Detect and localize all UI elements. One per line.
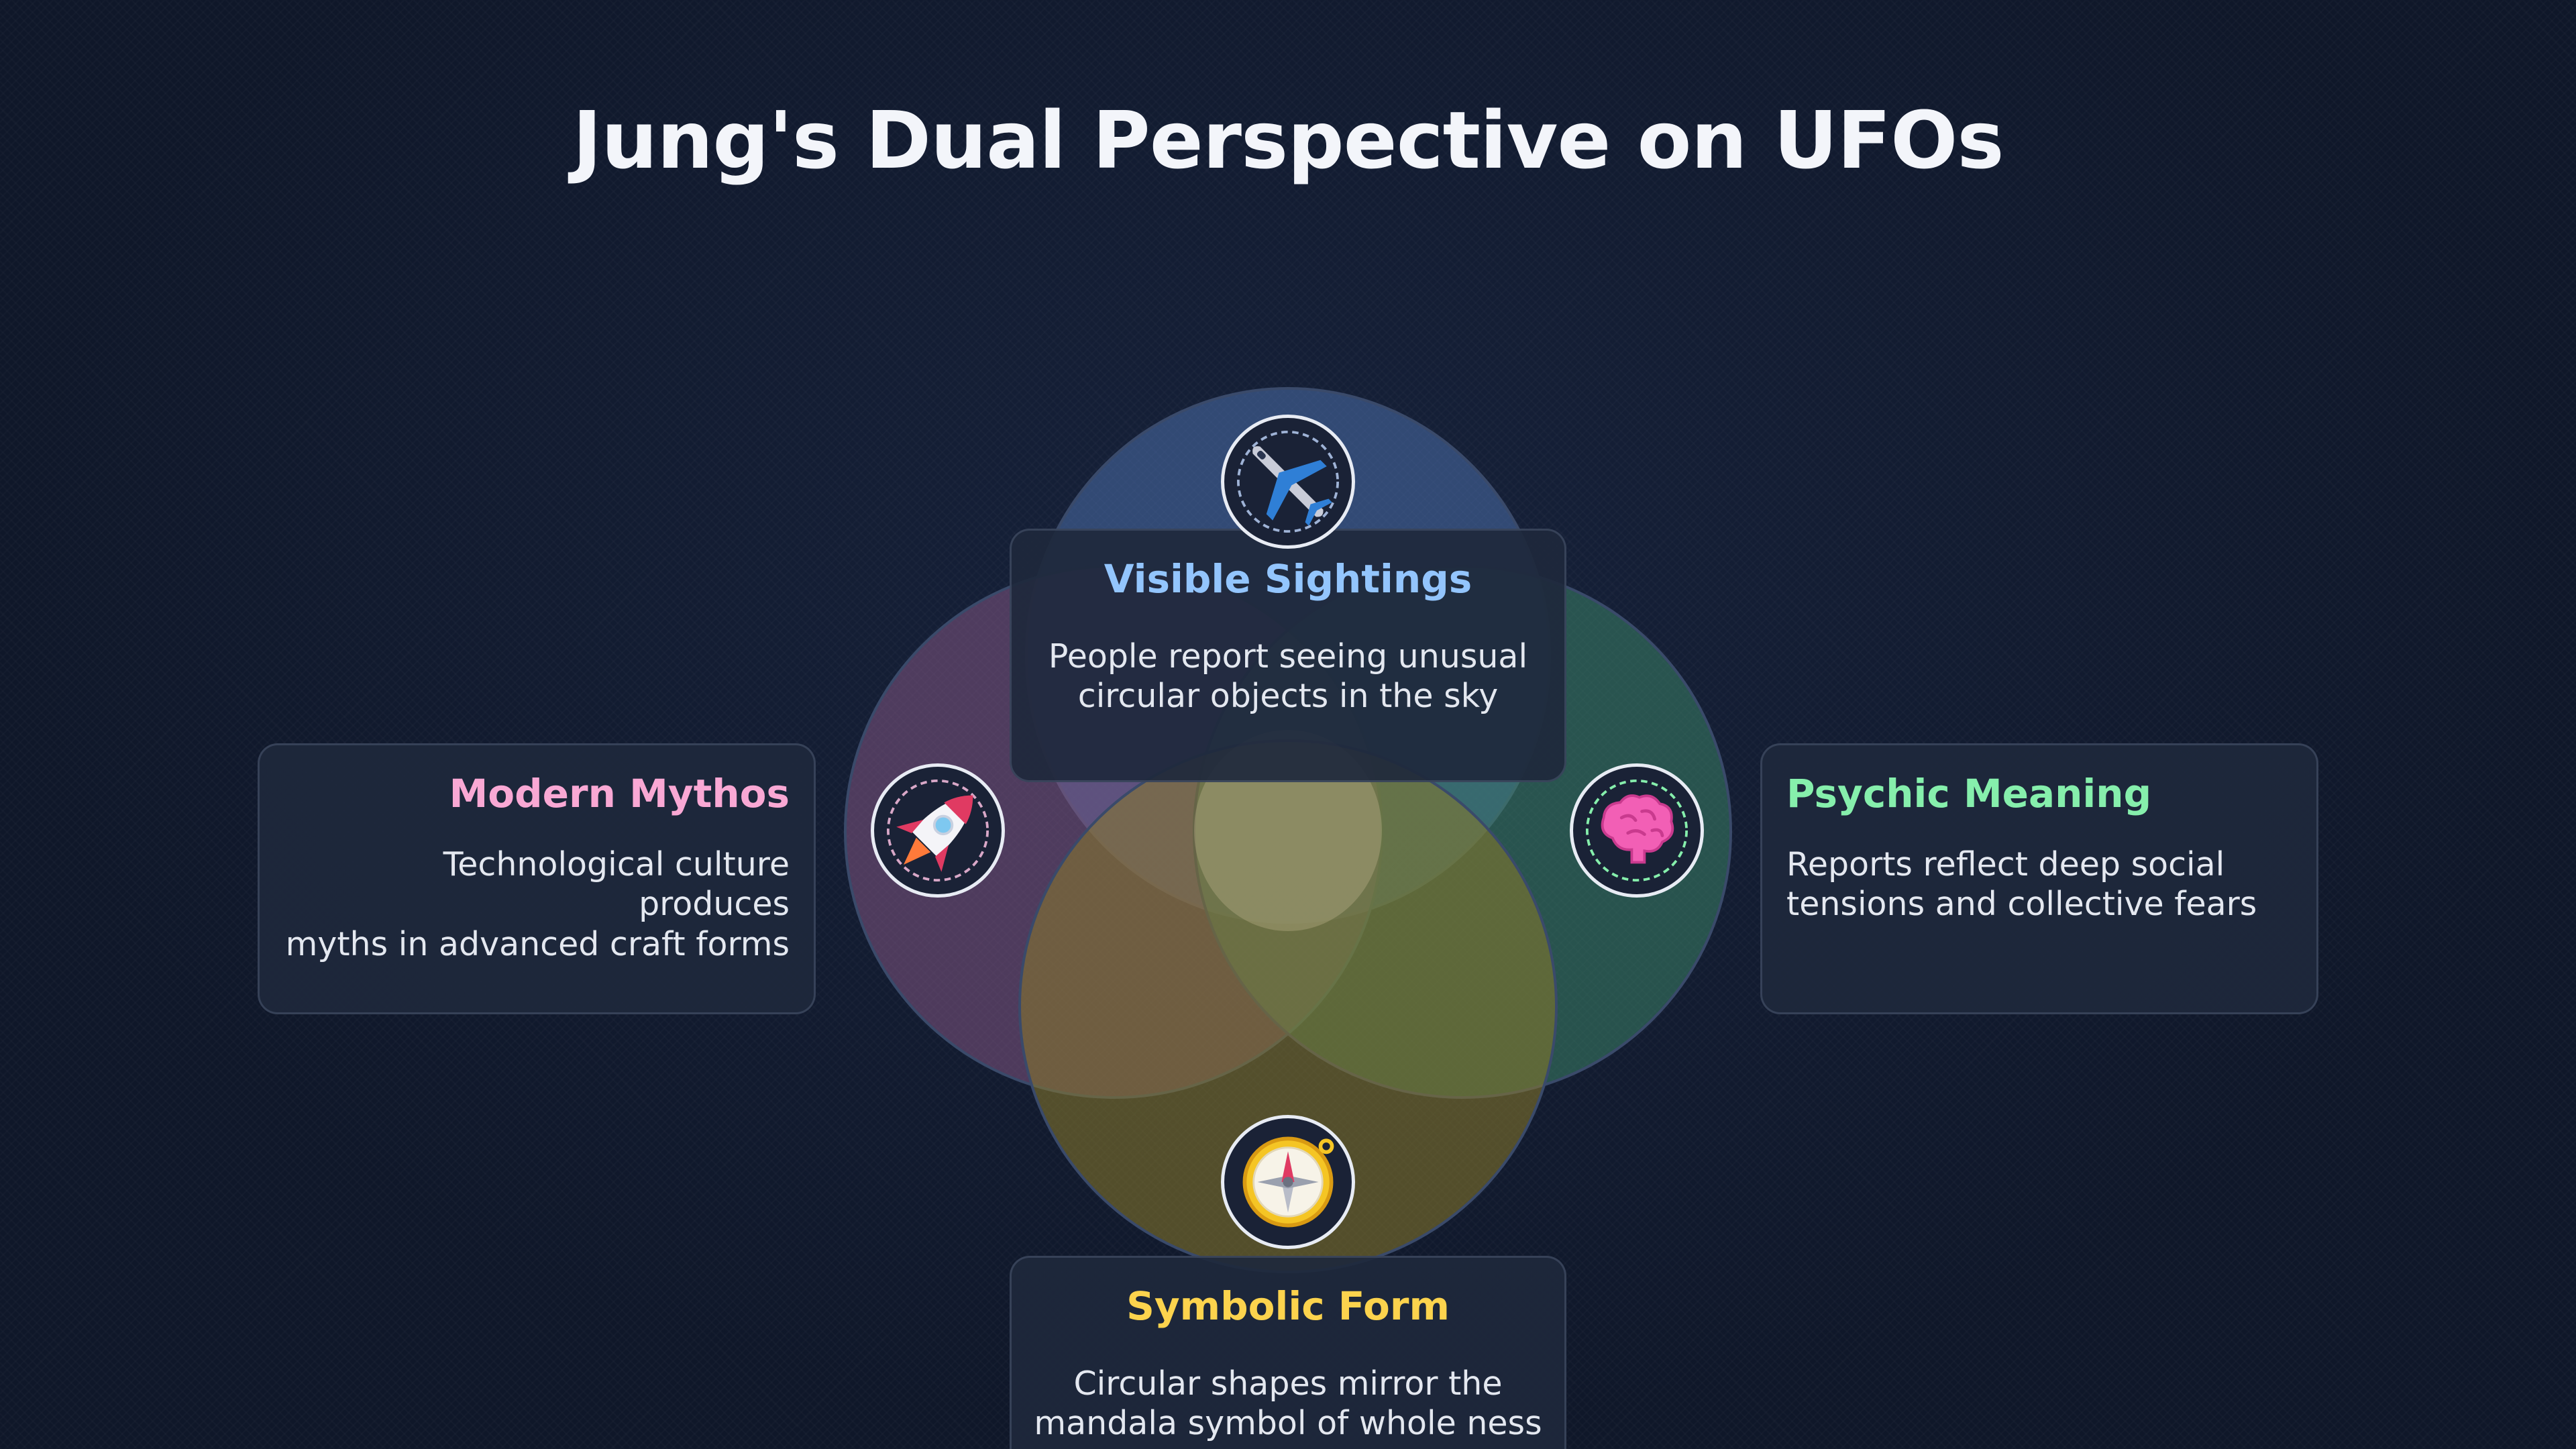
airplane-icon (1221, 415, 1355, 549)
symbolic-line-2: mandala symbol of whole ness (1034, 1404, 1542, 1443)
sightings-card: Visible Sightings People report seeing u… (1010, 529, 1566, 782)
rocket-icon (871, 763, 1005, 898)
psychic-card: Psychic Meaning Reports reflect deep soc… (1760, 743, 2318, 1014)
mythos-line-2: myths in advanced craft forms (285, 925, 790, 964)
mythos-title: Modern Mythos (449, 771, 790, 816)
symbolic-description: Circular shapes mirror the mandala symbo… (1012, 1364, 1564, 1444)
symbolic-card: Symbolic Form Circular shapes mirror the… (1010, 1256, 1566, 1449)
psychic-line-1: Reports reflect deep social (1786, 845, 2225, 883)
compass-icon (1221, 1115, 1355, 1249)
psychic-line-2: tensions and collective fears (1786, 885, 2257, 924)
psychic-title: Psychic Meaning (1786, 771, 2152, 816)
symbolic-title: Symbolic Form (1126, 1283, 1450, 1329)
page-title: Jung's Dual Perspective on UFOs (572, 94, 2004, 186)
sightings-line-1: People report seeing unusual (1048, 637, 1528, 676)
mythos-line-1: Technological culture produces (443, 845, 790, 924)
psychic-description: Reports reflect deep social tensions and… (1786, 845, 2292, 925)
mythos-card: Modern Mythos Technological culture prod… (258, 743, 816, 1014)
sightings-title: Visible Sightings (1104, 556, 1472, 602)
sightings-description: People report seeing unusual circular ob… (1012, 637, 1564, 717)
brain-icon (1570, 763, 1704, 898)
mythos-description: Technological culture produces myths in … (284, 845, 790, 965)
symbolic-line-1: Circular shapes mirror the (1073, 1364, 1503, 1403)
sightings-line-2: circular objects in the sky (1077, 677, 1499, 716)
